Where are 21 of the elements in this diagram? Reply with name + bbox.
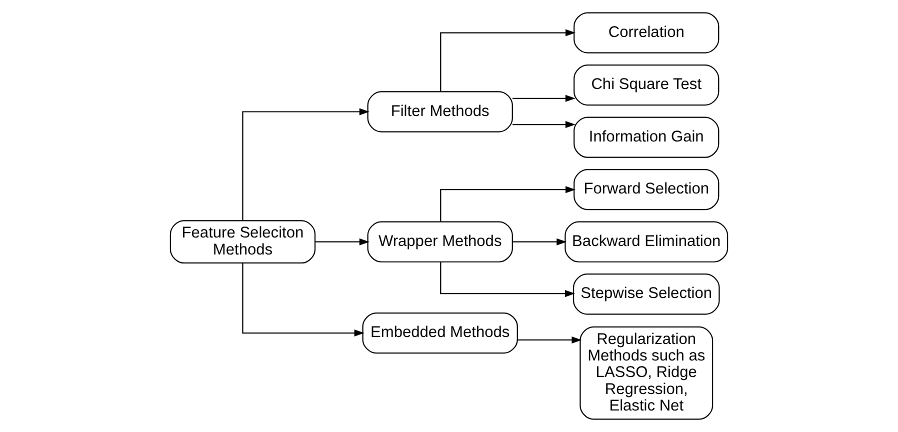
node-box: Correlation (574, 12, 720, 54)
node-box: Information Gain (574, 116, 720, 158)
arrow (315, 238, 370, 246)
node-box: Wrapper Methods (367, 221, 513, 262)
arrow (440, 262, 575, 298)
arrow (512, 238, 567, 246)
arrow (440, 29, 576, 92)
node-box: Regularization Methods such as LASSO, Ridge Regression, Elastic Net (580, 326, 714, 420)
arrow (512, 94, 576, 102)
arrow (242, 108, 370, 221)
arrow (518, 336, 582, 344)
node-box: Backward Elimination (564, 221, 728, 262)
node-box: Forward Selection (574, 169, 720, 210)
node-box: Filter Methods (367, 91, 513, 132)
node-box: Stepwise Selection (572, 274, 720, 315)
node-box: Feature Seleciton Methods (170, 220, 316, 264)
arrow (512, 121, 576, 128)
arrow (242, 263, 364, 337)
arrow (440, 186, 576, 222)
node-box: Chi Square Test (574, 64, 720, 106)
node-box: Embedded Methods (362, 312, 518, 354)
